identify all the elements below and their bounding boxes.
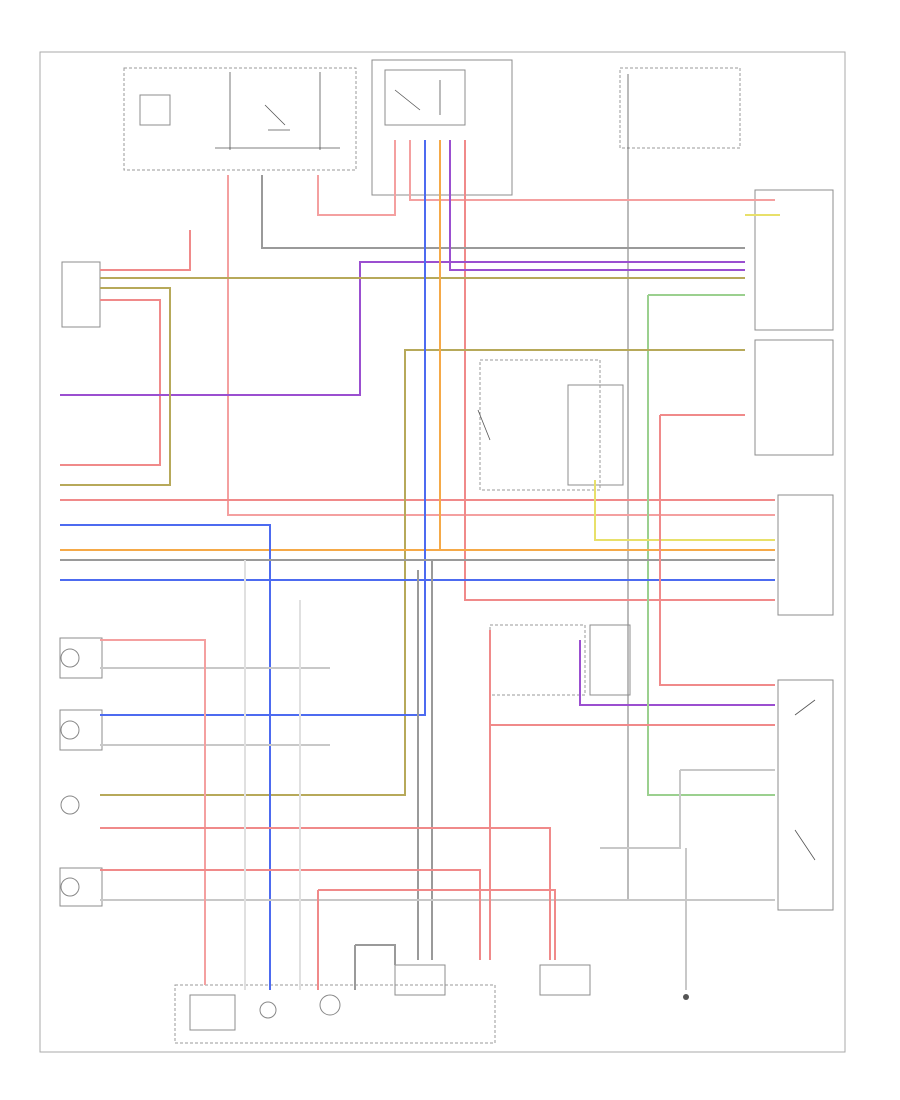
- lamp-icon: [60, 877, 80, 897]
- switch-icon: [477, 409, 491, 441]
- wire-harness: [60, 140, 780, 990]
- right-module-upper: [754, 189, 834, 331]
- top-left-relay-box: [123, 67, 357, 171]
- switch-icon: [394, 80, 441, 115]
- lamp-icon: [60, 720, 80, 740]
- left-connector-block: [61, 261, 101, 328]
- relay-icon: [139, 94, 171, 126]
- bottom-switch-icon: [319, 994, 341, 1016]
- top-center-switch-box: [371, 59, 513, 196]
- bottom-lamp-icon: [259, 1001, 277, 1019]
- lamp-icon: [60, 795, 80, 815]
- center-side-connector: [589, 624, 631, 696]
- switch-icon: [794, 699, 816, 861]
- lamp-icon: [60, 648, 80, 668]
- diagram-frame: [39, 51, 846, 1053]
- switch-icon: [264, 104, 290, 131]
- right-module-middle: [754, 339, 834, 456]
- right-module-connector: [777, 494, 834, 616]
- bottom-connector-2: [539, 964, 591, 996]
- bottom-component-box: [174, 984, 496, 1044]
- bottom-relay: [189, 994, 236, 1031]
- left-lamps: [59, 637, 103, 907]
- right-module-switch: [777, 679, 834, 911]
- center-relay-module: [477, 359, 624, 491]
- bottom-connector-1: [394, 964, 446, 996]
- top-right-connector: [619, 67, 741, 900]
- ground-icon: [683, 994, 689, 1000]
- center-small-connector: [489, 624, 586, 696]
